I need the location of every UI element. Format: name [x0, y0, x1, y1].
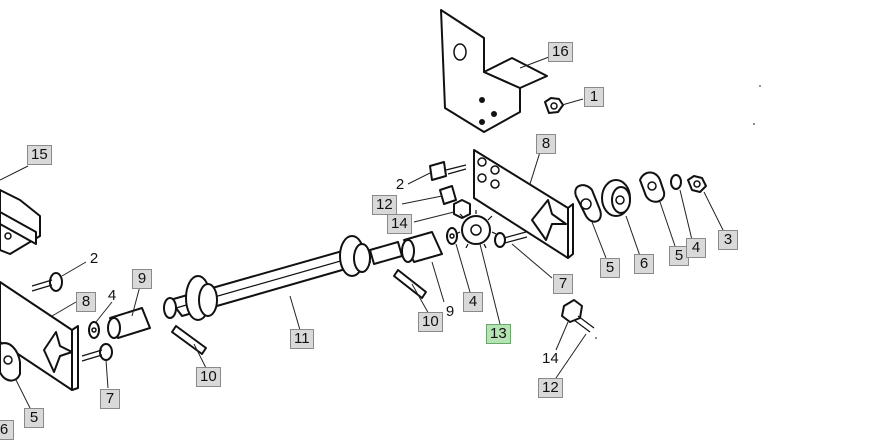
sprocket-13[interactable] — [455, 210, 497, 249]
callout-12[interactable]: 12 — [538, 378, 563, 398]
nut-1[interactable] — [544, 97, 564, 114]
callout-5[interactable]: 5 — [600, 258, 620, 278]
callout-6[interactable]: 6 — [634, 254, 654, 274]
bolt-12-right[interactable] — [439, 185, 457, 205]
callout-11[interactable]: 11 — [290, 329, 314, 349]
callout-16[interactable]: 16 — [548, 42, 573, 62]
leader-lines — [0, 56, 725, 409]
bolt-7-right[interactable] — [494, 231, 528, 248]
flange-5-left[interactable] — [0, 342, 21, 382]
callout-7[interactable]: 7 — [100, 389, 120, 409]
callout-14[interactable]: 14 — [387, 214, 412, 234]
nut-3[interactable] — [687, 175, 707, 193]
callout-3[interactable]: 3 — [718, 230, 738, 250]
nut-14-right[interactable] — [453, 199, 471, 219]
bearing-6-right[interactable] — [601, 179, 631, 217]
flange-5-right-b[interactable] — [639, 171, 666, 203]
bracket-plate-16[interactable] — [440, 9, 548, 133]
callout-9[interactable]: 9 — [445, 303, 455, 320]
callout-2[interactable]: 2 — [395, 176, 405, 193]
callout-4[interactable]: 4 — [463, 292, 483, 312]
callout-15[interactable]: 15 — [27, 145, 52, 165]
pin-10-left[interactable] — [171, 325, 207, 355]
callout-10[interactable]: 10 — [418, 312, 443, 332]
callout-6[interactable]: 6 — [0, 420, 14, 440]
pin-10-mid[interactable] — [393, 269, 427, 299]
callout-4[interactable]: 4 — [107, 287, 117, 304]
callout-4[interactable]: 4 — [686, 238, 706, 258]
bushing-9-mid[interactable] — [401, 231, 443, 263]
shaft-11[interactable] — [163, 235, 403, 321]
callout-13-selected[interactable]: 13 — [486, 324, 511, 344]
callout-8[interactable]: 8 — [536, 134, 556, 154]
callout-12[interactable]: 12 — [372, 195, 397, 215]
screw-2-right[interactable] — [429, 161, 467, 181]
callout-2[interactable]: 2 — [89, 250, 99, 267]
bolt-14-12-bottom[interactable] — [561, 299, 595, 333]
callout-7[interactable]: 7 — [553, 274, 573, 294]
callout-10[interactable]: 10 — [196, 367, 221, 387]
bracket-15[interactable] — [0, 189, 41, 255]
side-plate-right-8[interactable] — [473, 149, 574, 259]
callout-8[interactable]: 8 — [76, 292, 96, 312]
washer-4-left[interactable] — [88, 321, 100, 339]
bushing-9-left[interactable] — [107, 307, 151, 339]
bolt-7-left[interactable] — [81, 343, 113, 362]
callout-9[interactable]: 9 — [132, 269, 152, 289]
flange-5-right-a[interactable] — [574, 184, 602, 223]
callout-14[interactable]: 14 — [542, 350, 559, 367]
washer-4-mid[interactable] — [446, 227, 458, 245]
side-plate-left-8[interactable] — [0, 281, 79, 391]
callout-5[interactable]: 5 — [24, 408, 44, 428]
callout-1[interactable]: 1 — [584, 87, 604, 107]
screw-2-left[interactable] — [31, 272, 63, 292]
washer-4-right[interactable] — [670, 174, 682, 190]
